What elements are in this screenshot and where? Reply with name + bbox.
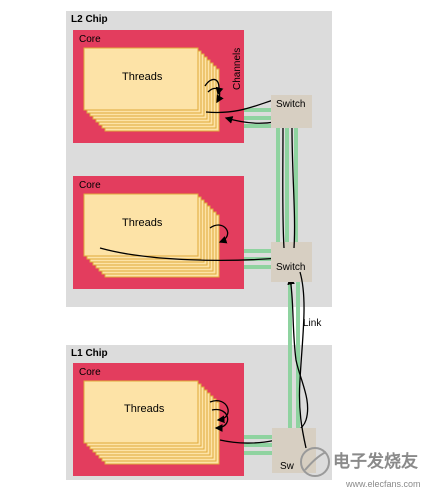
core-label-3: Core	[79, 367, 101, 378]
switch-box-1	[271, 95, 312, 128]
switch-routing-paths	[282, 127, 307, 449]
watermark-url: www.elecfans.com	[345, 479, 421, 489]
thread-channel-arrows-2	[99, 224, 282, 263]
watermark-text: 电子发烧友	[333, 451, 418, 472]
watermark-logo-icon	[300, 447, 330, 477]
threads-stack-3	[83, 380, 220, 465]
interconnect-links	[243, 108, 300, 455]
switch-label-1: Switch	[276, 99, 305, 110]
l2-chip-label: L2 Chip	[71, 14, 108, 25]
core-label-1: Core	[79, 34, 101, 45]
threads-label-1: Threads	[122, 71, 163, 83]
core-label-2: Core	[79, 180, 101, 191]
threads-label-3: Threads	[124, 403, 165, 415]
thread-channel-arrows-3	[209, 276, 309, 444]
threads-stack-1	[83, 47, 220, 132]
threads-stack-2	[83, 193, 220, 278]
switch-label-3: Sw	[280, 461, 295, 472]
channels-label: Channels	[232, 48, 243, 90]
l1-chip-label: L1 Chip	[71, 348, 108, 359]
link-label: Link	[303, 318, 322, 329]
watermark: 电子发烧友 www.elecfans.com	[300, 447, 421, 489]
threads-label-2: Threads	[122, 217, 163, 229]
switch-box-2	[271, 242, 312, 282]
switch-label-2: Switch	[276, 262, 305, 273]
